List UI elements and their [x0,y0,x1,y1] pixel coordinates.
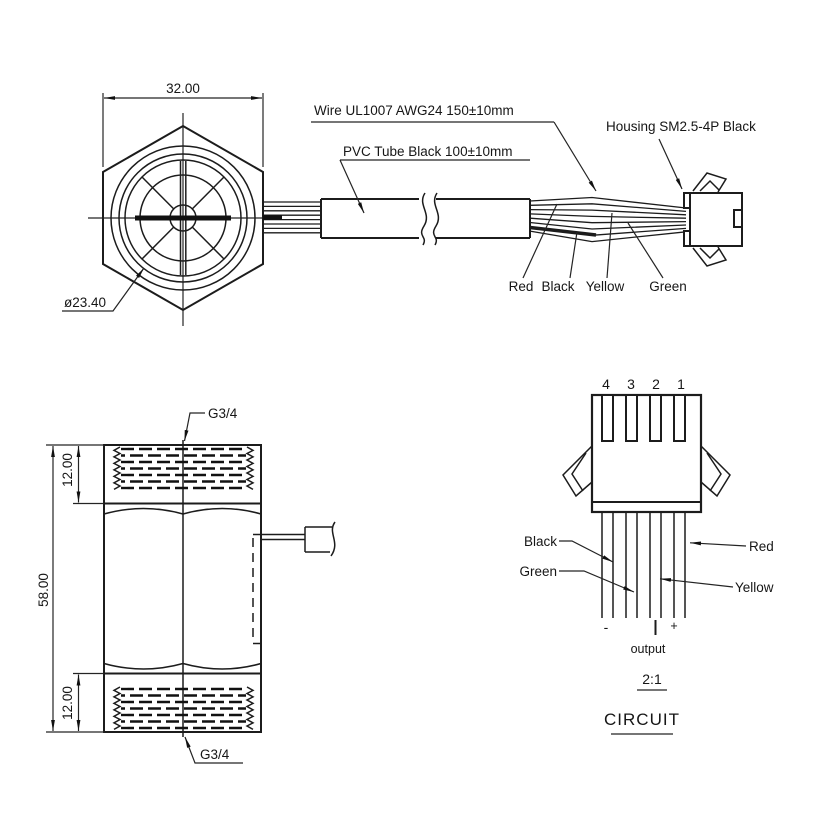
label-black: Black [524,534,557,549]
wire-spec-label: Wire UL1007 AWG24 150±10mm [314,103,514,118]
sensor-cable-exit [252,521,336,645]
outer-ring [110,145,256,291]
tube-spec-callout: PVC Tube Black 100±10mm [339,144,530,214]
diameter-label: ø23.40 [64,295,106,310]
circuit-wire-labels: Black Green Red Yellow [519,534,773,595]
g34-callout-bottom: G3/4 [184,736,243,764]
pvc-tube [320,192,531,246]
g34-top-label: G3/4 [208,406,238,421]
housing-leader [658,138,683,190]
minus-sign: - [604,619,609,635]
connector-top-view [683,172,743,267]
circuit-wires [601,512,686,618]
wire-color-black: Black [541,279,574,294]
wire-color-green: Green [649,279,687,294]
hex-body-outline [102,124,264,312]
housing-callout: Housing SM2.5-4P Black [606,119,756,190]
paddle-shaft-stub [263,215,282,220]
diameter-callout: ø23.40 [62,267,145,312]
impeller-paddle [135,215,231,221]
latch-wing-top [692,172,728,193]
wire-color-labels: Red Black Yellow Green [509,203,687,294]
output-label: output [631,642,666,656]
g34-bottom-leader [184,736,243,764]
hex-facet-arcs [103,507,262,670]
side-view: 58.00 12.00 12.00 G3/4 G3/4 [36,406,336,764]
circuit-title-group: CIRCUIT [604,710,680,735]
latch-wing-bottom [692,246,728,267]
dim-12-bottom: 12.00 [60,672,104,731]
label-yellow: Yellow [735,580,774,595]
housing-notch [733,209,743,228]
latch-wing-top-fold [699,179,720,192]
label-red: Red [749,539,774,554]
wire-spec-callout: Wire UL1007 AWG24 150±10mm [311,103,597,192]
latch-right-fold [706,452,722,492]
impeller-spokes [141,161,225,275]
wire-spec-leader [553,121,597,192]
tube-spec-leader [339,159,365,214]
cable-assembly: Wire UL1007 AWG24 150±10mm PVC Tube Blac… [263,103,756,294]
polarity-marks: - + output [604,619,678,656]
chamfer-ring [118,153,248,283]
wire-fan [529,196,687,243]
dim-12-top-text: 12.00 [60,453,75,487]
dim-58: 58.00 [36,444,104,733]
pin-number-2: 2 [652,376,660,392]
pin-number-4: 4 [602,376,610,392]
latch-right [700,445,731,498]
latch-left-fold [571,452,587,492]
latch-wing-bottom-fold [699,247,720,260]
pin-slots [601,394,686,442]
g34-callout-top: G3/4 [183,406,238,442]
diameter-leader [62,267,145,312]
tube-break-left [420,192,428,246]
circuit-connector [562,393,731,514]
circuit-title: CIRCUIT [604,710,680,729]
latch-left [562,445,593,498]
g34-bottom-label: G3/4 [200,747,230,762]
housing-tab-upper [683,192,691,209]
circuit-view: 4 3 2 1 Bla [519,376,774,735]
wire-color-red: Red [509,279,534,294]
tube-break-right [432,192,440,246]
label-green: Green [519,564,557,579]
g34-top-leader [183,412,205,442]
pin-number-3: 3 [627,376,635,392]
cable-break-plug [304,521,336,557]
dim-32-text: 32.00 [166,81,200,96]
pin-numbers: 4 3 2 1 [602,376,685,392]
scale-note: 2:1 [637,671,667,691]
scale-label: 2:1 [642,671,662,687]
dim-32: 32.00 [102,81,264,167]
thread-hatch-top [112,446,255,491]
wire-bundle-left [263,201,321,234]
impeller-circles [110,145,256,291]
front-view: 32.00 ø23.40 [62,81,279,326]
dim-12-bottom-text: 12.00 [60,686,75,720]
dim-12-top: 12.00 [60,446,104,505]
thread-hatch-bottom [112,686,255,731]
tube-spec-label: PVC Tube Black 100±10mm [343,144,513,159]
pin-number-1: 1 [677,376,685,392]
plus-sign: + [670,619,677,633]
housing-tab-lower [683,230,691,247]
dim-58-text: 58.00 [36,573,51,607]
wire-color-yellow: Yellow [586,279,625,294]
impeller-rim [124,159,242,277]
housing-label: Housing SM2.5-4P Black [606,119,756,134]
